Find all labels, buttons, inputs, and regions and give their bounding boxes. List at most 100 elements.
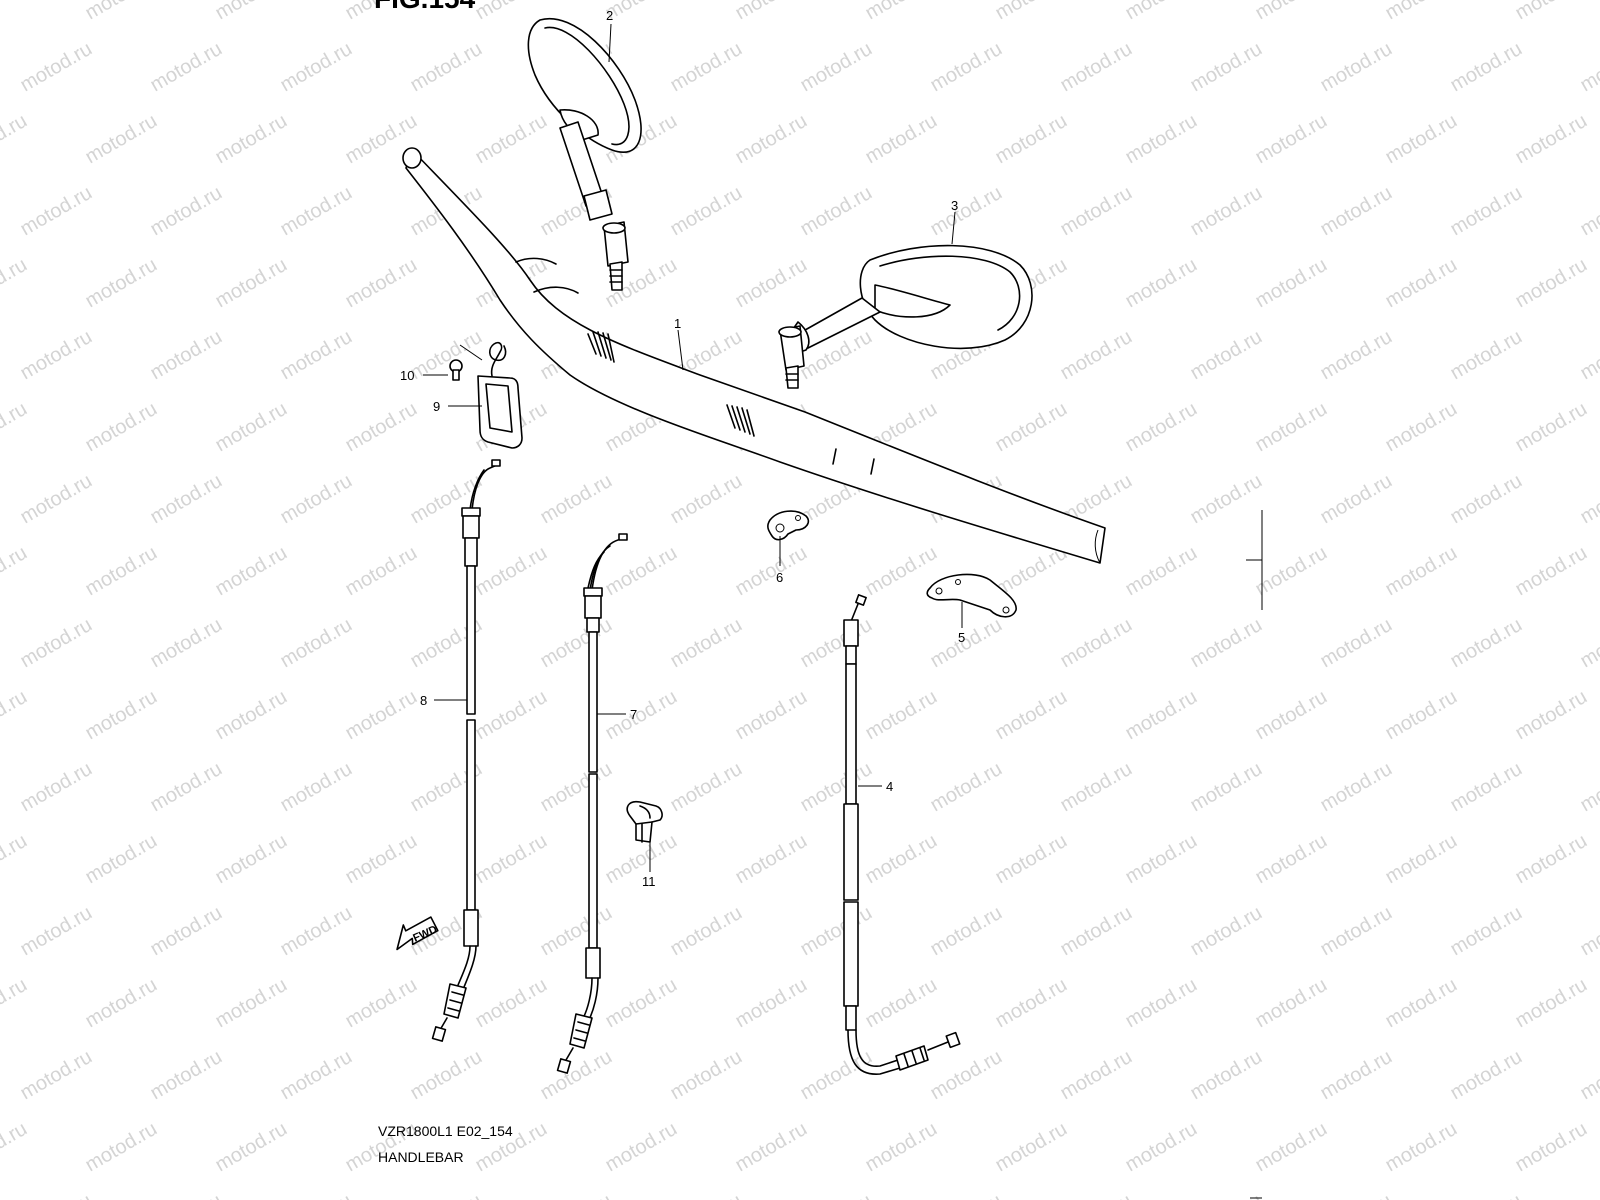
callout-2: 2 (606, 8, 613, 23)
watermark-text: motod.ru (82, 110, 161, 169)
watermark-text: motod.ru (927, 1190, 1006, 1200)
watermark-text: motod.ru (927, 614, 1006, 673)
watermark-text: motod.ru (1447, 1190, 1526, 1200)
watermark-text: motod.ru (1447, 38, 1526, 97)
watermark-text: motod.ru (602, 0, 681, 24)
watermark-text: motod.ru (797, 1046, 876, 1105)
watermark-text: motod.ru (1382, 1118, 1461, 1177)
watermark-text: motod.ru (407, 1190, 486, 1200)
watermark-text: motod.ru (342, 542, 421, 601)
callout-8: 8 (420, 693, 427, 708)
watermark-text: motod.ru (797, 902, 876, 961)
callout-leaders (423, 23, 963, 872)
watermark-text: motod.ru (1252, 254, 1331, 313)
watermark-text: motod.ru (1512, 0, 1591, 24)
watermark-text: motod.ru (1122, 974, 1201, 1033)
watermark-text: motod.ru (1187, 182, 1266, 241)
watermark-text: motod.ru (1187, 758, 1266, 817)
watermark-text: motod.ru (342, 398, 421, 457)
watermark-text: motod.ru (797, 758, 876, 817)
watermark-text: motod.ru (1122, 254, 1201, 313)
watermark-text: motod.ru (992, 0, 1071, 24)
watermark-text: motod.ru (17, 326, 96, 385)
watermark-text: motod.ru (1317, 902, 1396, 961)
watermark-text: motod.ru (1447, 326, 1526, 385)
watermark-text: motod.ru (277, 470, 356, 529)
callout-1: 1 (674, 316, 681, 331)
watermark-text: motod.ru (927, 1046, 1006, 1105)
watermark-text: motod.ru (732, 830, 811, 889)
watermark-text: motod.ru (1512, 398, 1591, 457)
watermark-text: motod.ru (1447, 470, 1526, 529)
callout-10: 10 (400, 368, 414, 383)
watermark-text: motod.ru (537, 1046, 616, 1105)
watermark-text: motod.ru (1382, 830, 1461, 889)
watermark-text: motod.ru (0, 254, 31, 313)
handlebar-part (402, 147, 1106, 564)
watermark-text: motod.ru (212, 974, 291, 1033)
callout-5: 5 (958, 630, 965, 645)
watermark-text: motod.ru (1317, 470, 1396, 529)
watermark-text: motod.ru (667, 902, 746, 961)
watermark-text: motod.ru (0, 974, 31, 1033)
watermark-text: motod.ru (797, 1190, 876, 1200)
watermark-text: motod.ru (537, 1190, 616, 1200)
watermark-text: motod.ru (1512, 254, 1591, 313)
watermark-text: motod.ru (1512, 974, 1591, 1033)
watermark-text: motod.ru (992, 686, 1071, 745)
watermark-text: motod.ru (1577, 614, 1600, 673)
watermark-text: motod.ru (1122, 0, 1201, 24)
watermark-text: motod.ru (0, 542, 31, 601)
right-mirror-part (778, 244, 1033, 389)
watermark-text: motod.ru (1122, 110, 1201, 169)
watermark-text: motod.ru (1057, 326, 1136, 385)
watermark-text: motod.ru (17, 182, 96, 241)
watermark-text: motod.ru (992, 398, 1071, 457)
callout-7: 7 (630, 707, 637, 722)
watermark-text: motod.ru (17, 1046, 96, 1105)
watermark-text: motod.ru (1317, 614, 1396, 673)
watermark-text: motod.ru (667, 182, 746, 241)
watermark-text: motod.ru (927, 902, 1006, 961)
watermark-text: motod.ru (862, 974, 941, 1033)
watermark-text: motod.ru (862, 686, 941, 745)
watermark-text: motod.ru (667, 38, 746, 97)
watermark-text: motod.ru (1252, 110, 1331, 169)
watermark-text: motod.ru (0, 398, 31, 457)
watermark-text: motod.ru (797, 38, 876, 97)
watermark-text: motod.ru (1122, 398, 1201, 457)
watermark-text: motod.ru (17, 902, 96, 961)
watermark-text: motod.ru (667, 614, 746, 673)
left-mirror-part (527, 17, 642, 291)
watermark-text: motod.ru (1577, 182, 1600, 241)
watermark-text: motod.ru (1057, 182, 1136, 241)
watermark-text: motod.ru (407, 38, 486, 97)
watermark-text: motod.ru (927, 38, 1006, 97)
watermark-text: motod.ru (1382, 0, 1461, 24)
watermark-text: motod.ru (602, 686, 681, 745)
callout-6: 6 (776, 570, 783, 585)
watermark-text: motod.ru (1317, 758, 1396, 817)
watermark-text: motod.ru (1122, 686, 1201, 745)
guide-part (477, 341, 523, 449)
watermark-text: motod.ru (147, 902, 226, 961)
watermark-text: motod.ru (1252, 1118, 1331, 1177)
watermark-text: motod.ru (1512, 542, 1591, 601)
watermark-text: motod.ru (862, 110, 941, 169)
watermark-text: motod.ru (212, 1118, 291, 1177)
watermark-text: motod.ru (992, 110, 1071, 169)
watermark-text: motod.ru (82, 254, 161, 313)
watermark-text: motod.ru (147, 1190, 226, 1200)
watermark-text: motod.ru (472, 974, 551, 1033)
watermark-text: motod.ru (602, 542, 681, 601)
clamp-6-part (767, 510, 810, 541)
callout-4: 4 (886, 779, 893, 794)
watermark-text: motod.ru (732, 0, 811, 24)
watermark-text: motod.ru (1382, 398, 1461, 457)
watermark-text: motod.ru (212, 830, 291, 889)
watermark-text: motod.ru (147, 1046, 226, 1105)
watermark-text: motod.ru (472, 686, 551, 745)
watermark-text: motod.ru (0, 1118, 31, 1177)
watermark-text: motod.ru (732, 110, 811, 169)
watermark-text: motod.ru (1317, 38, 1396, 97)
